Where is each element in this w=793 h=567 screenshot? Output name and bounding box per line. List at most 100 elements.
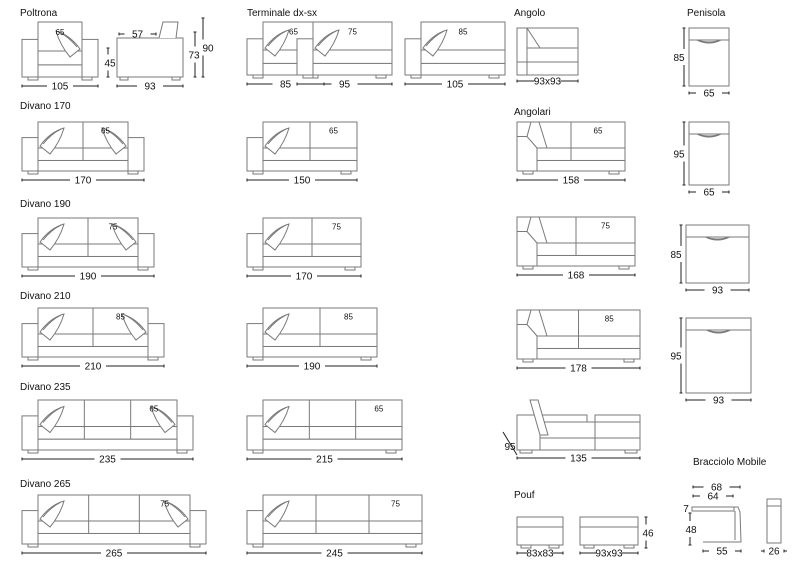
terminale-0: 65 xyxy=(246,21,325,79)
width-dimension: 170 xyxy=(21,176,145,187)
angolare-2: 85 xyxy=(516,309,641,363)
seat-cushion xyxy=(262,426,403,440)
left-arm xyxy=(21,323,39,358)
side-width-dimension: 26 xyxy=(761,547,787,558)
foot xyxy=(189,543,201,548)
left-arm xyxy=(246,415,264,451)
penisola-3 xyxy=(685,317,752,394)
backrest xyxy=(37,494,191,522)
dimension-label: 26 xyxy=(768,547,780,558)
width-dimension: 105 xyxy=(21,82,99,93)
foot xyxy=(252,356,264,361)
dimension-label: 93 xyxy=(144,82,156,93)
top-view xyxy=(688,121,730,186)
dimension-label: 46 xyxy=(642,529,654,540)
foot xyxy=(623,544,635,549)
width-dimension: 190 xyxy=(246,362,378,373)
divano-0: 65 xyxy=(21,121,145,175)
pouf-0 xyxy=(516,516,564,549)
left-arm xyxy=(246,137,264,172)
foot xyxy=(522,358,534,363)
total-height-dimension: 90 xyxy=(201,17,214,78)
divano-2: 85 xyxy=(21,307,165,361)
penisola-0 xyxy=(688,27,730,87)
foot xyxy=(519,449,533,454)
foot xyxy=(302,74,314,79)
dimension-label: 83x83 xyxy=(526,549,554,560)
seat-width-label: 85 xyxy=(459,27,468,36)
pillow-fold xyxy=(267,128,287,145)
seat-width-label: 85 xyxy=(605,314,614,323)
pillow-fold xyxy=(267,407,287,423)
arm-top xyxy=(691,506,735,512)
section-title-divano170: Divano 170 xyxy=(20,101,71,112)
seat-base xyxy=(37,532,191,545)
dimension-label: 170 xyxy=(75,176,92,187)
arm-profile xyxy=(693,506,742,543)
penisola-2 xyxy=(685,224,750,284)
width-dimension: 168 xyxy=(516,271,636,282)
depth-label: 95 xyxy=(504,442,516,453)
angled-back xyxy=(526,216,548,244)
throw-pillow xyxy=(314,29,340,57)
width-dimension: 93 xyxy=(685,396,752,407)
size-dimension: 93x93 xyxy=(516,77,579,88)
angolare-0: 65 xyxy=(516,121,626,175)
seat-base xyxy=(37,159,129,172)
pillow-fold xyxy=(267,501,287,518)
foot xyxy=(119,76,129,81)
height-dimension: 48 xyxy=(685,512,697,546)
dimension-label: 95 xyxy=(339,80,351,91)
section-title-penisola: Penisola xyxy=(687,8,726,19)
pillow-fold xyxy=(42,128,62,145)
seat-width-label: 65 xyxy=(101,126,110,135)
section-title-bracciolo: Bracciolo Mobile xyxy=(693,457,767,468)
throw-pillow xyxy=(264,29,290,57)
section-title-divano265: Divano 265 xyxy=(20,479,71,490)
angled-arm xyxy=(516,231,538,267)
seat-width-label: 65 xyxy=(289,27,298,36)
foot xyxy=(522,265,534,270)
foot xyxy=(127,170,139,175)
seat-base xyxy=(262,345,378,358)
right-arm xyxy=(176,415,194,451)
dimension-label: 95 xyxy=(670,352,682,363)
pillow-fold xyxy=(58,31,78,48)
end-top xyxy=(594,414,641,423)
seat-width-label: 75 xyxy=(160,499,169,508)
width-dimension: 215 xyxy=(246,455,403,466)
pillow-fold xyxy=(114,224,134,241)
backrest xyxy=(262,494,423,522)
width-dimension: 210 xyxy=(21,362,165,373)
width-dimension: 85 xyxy=(246,80,325,91)
seat-base xyxy=(262,159,358,172)
depth-dimension: 95 xyxy=(670,317,683,394)
angolare-1: 75 xyxy=(516,216,636,270)
section-title-divano190: Divano 190 xyxy=(20,199,71,210)
pillow-fold xyxy=(166,501,186,518)
throw-pillow xyxy=(39,127,65,155)
seat-width-label: 85 xyxy=(116,312,125,321)
dimension-label: 45 xyxy=(104,59,116,70)
width-dimension: 150 xyxy=(246,176,358,187)
dimension-label: 265 xyxy=(106,549,123,560)
foot xyxy=(608,170,620,175)
dimension-label: 90 xyxy=(202,44,214,55)
pillow-fold xyxy=(42,407,62,423)
seat-width-label: 75 xyxy=(391,499,400,508)
angolo xyxy=(516,27,579,76)
dimension-label: 245 xyxy=(326,549,343,560)
pillow-fold xyxy=(267,224,287,241)
divano-terminale-1: 75 xyxy=(246,217,362,271)
foot xyxy=(27,76,39,81)
height-dimension: 46 xyxy=(642,516,654,549)
bracciolo xyxy=(691,498,782,544)
seat-width-label: 65 xyxy=(56,28,65,37)
throw-pillow xyxy=(39,313,65,341)
dimension-label: 93 xyxy=(713,396,725,407)
width-dimension: 235 xyxy=(21,455,194,466)
poltrona-front: 65 xyxy=(21,21,99,81)
top-view xyxy=(685,224,750,284)
left-arm xyxy=(246,233,264,268)
dimension-label: 93x93 xyxy=(595,549,623,560)
